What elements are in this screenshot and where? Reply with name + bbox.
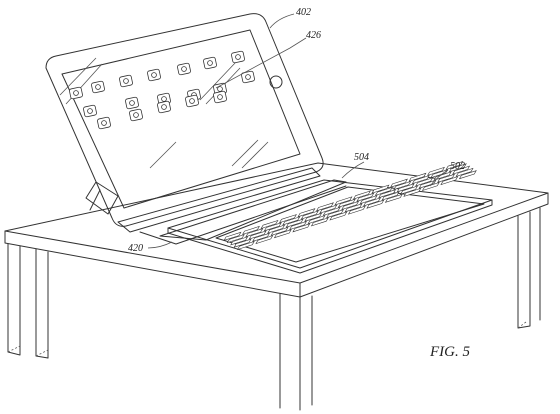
keyboard-key: [310, 217, 329, 227]
keyboard-key: [421, 181, 440, 192]
keyboard-keys: [223, 160, 477, 251]
keyboard-key: [282, 216, 301, 226]
keyboard-key: [334, 196, 353, 206]
keyboard-key: [344, 203, 363, 213]
keyboard-key: [347, 205, 366, 215]
keyboard-key: [363, 197, 382, 207]
app-icon-glyph: [245, 74, 251, 80]
keyboard-key: [393, 180, 412, 191]
keyboard-key: [289, 220, 308, 231]
keyboard-key: [304, 212, 323, 222]
keyboard-key: [352, 190, 371, 200]
app-icon-glyph: [217, 94, 223, 100]
keyboard-key: [226, 234, 245, 244]
keyboard-key: [319, 204, 338, 214]
app-icons: [69, 50, 255, 130]
keyboard-key: [437, 173, 456, 183]
keyboard-key: [322, 206, 341, 216]
keyboard-cover: [159, 160, 493, 274]
app-icon-glyph: [95, 84, 101, 90]
tablet-screen: [61, 29, 301, 209]
app-icon-glyph: [123, 78, 129, 84]
keyboard-key: [245, 228, 264, 238]
label-touchpad: 504: [354, 152, 369, 163]
keyboard-key: [455, 167, 474, 177]
keyboard-key: [366, 199, 385, 209]
keyboard-key: [356, 192, 375, 202]
keyboard-key: [230, 236, 249, 246]
app-icon-glyph: [151, 72, 157, 78]
table: [4, 162, 549, 411]
keyboard-key: [307, 215, 326, 225]
keyboard-key: [359, 195, 378, 205]
keyboard-key: [260, 219, 279, 230]
keyboard-key: [452, 165, 471, 175]
keyboard-key: [233, 238, 252, 248]
keyboard-key: [297, 208, 316, 218]
keyboard-key: [292, 223, 311, 233]
keyboard-key: [408, 172, 427, 182]
keyboard-key: [430, 169, 449, 179]
app-icon-glyph: [129, 100, 135, 106]
keyboard-key: [263, 222, 282, 232]
keyboard-key: [236, 240, 255, 251]
keyboard-key: [267, 224, 286, 234]
tablet: [45, 13, 347, 245]
label-app-icon: 426: [306, 30, 321, 41]
keyboard-key: [329, 211, 348, 221]
keyboard-key: [396, 183, 415, 193]
keyboard-key: [381, 191, 400, 201]
keyboard-key: [255, 235, 274, 245]
keyboard-key: [384, 193, 403, 203]
keyboard-key: [448, 163, 467, 173]
label-keyboard-cover: 502: [450, 161, 465, 172]
keyboard-key: [403, 187, 422, 197]
app-icon-glyph: [189, 98, 195, 104]
figure-caption: FIG. 5: [429, 344, 470, 360]
keyboard-key: [273, 229, 292, 239]
keyboard-key: [326, 209, 345, 219]
keyboard-key: [278, 214, 297, 224]
keyboard-key: [300, 210, 319, 220]
keyboard-key: [270, 226, 289, 236]
keyboard-key: [400, 185, 419, 195]
home-button: [269, 75, 283, 89]
keyboard-key: [458, 170, 477, 180]
keyboard-key: [374, 186, 393, 196]
keyboard-key: [411, 175, 430, 185]
tablet-body: [45, 13, 324, 227]
keyboard-key: [241, 225, 260, 235]
app-icon-glyph: [133, 112, 139, 118]
keyboard-key: [433, 171, 452, 181]
app-icon-glyph: [161, 104, 167, 110]
leader-lines: [147, 13, 449, 249]
keyboard-key: [389, 178, 408, 188]
keyboard-key: [371, 184, 390, 194]
keyboard-key: [378, 189, 397, 199]
label-hinge: 420: [128, 243, 143, 254]
keyboard-key: [440, 176, 459, 186]
label-tablet: 402: [296, 7, 311, 18]
keyboard-area: [215, 186, 485, 263]
keyboard-key: [315, 202, 334, 212]
app-icon-glyph: [235, 54, 241, 60]
keyboard-key: [223, 231, 242, 241]
app-icon-glyph: [161, 96, 167, 102]
app-icon-glyph: [101, 120, 107, 126]
keyboard-key: [285, 218, 304, 228]
app-icon-glyph: [87, 108, 93, 114]
keyboard-key: [418, 179, 437, 189]
app-icon-glyph: [207, 60, 213, 66]
keyboard-key: [252, 232, 271, 242]
app-icon-glyph: [73, 90, 79, 96]
keyboard-key: [426, 166, 445, 176]
app-icon-glyph: [181, 66, 187, 72]
keyboard-key: [248, 230, 267, 240]
keyboard-key: [445, 160, 464, 171]
keyboard-key: [337, 198, 356, 208]
keyboard-key: [415, 177, 434, 187]
app-icon-glyph: [217, 86, 223, 92]
keyboard-key: [341, 200, 360, 211]
